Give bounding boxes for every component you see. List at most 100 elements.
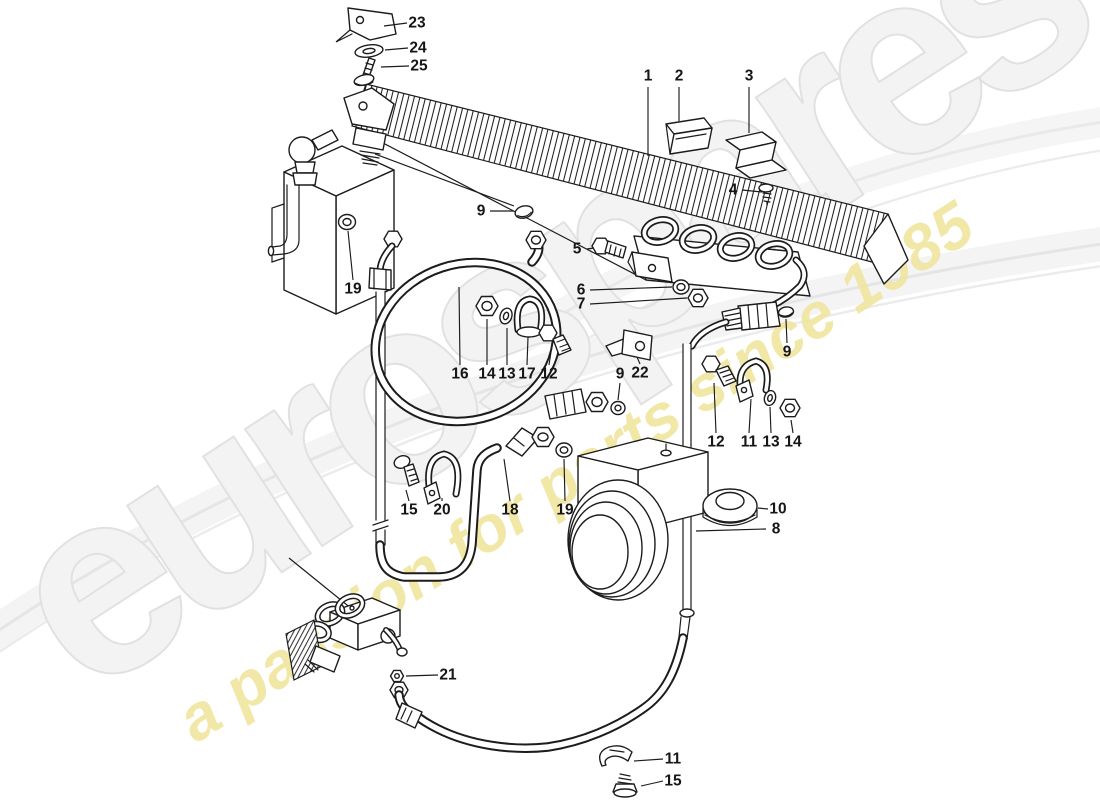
callout-label-22[interactable]: 22 [631, 365, 648, 382]
callout-leader-6 [589, 286, 673, 291]
callout-label-9[interactable]: 9 [616, 366, 625, 383]
valve-elbow [389, 681, 423, 729]
washer-13-right [763, 389, 777, 407]
callout-label-10[interactable]: 10 [769, 501, 786, 518]
callout-leader-15 [405, 489, 410, 502]
screw-15-middle [393, 455, 420, 487]
callout-label-11[interactable]: 11 [741, 434, 758, 451]
callout-label-19[interactable]: 19 [556, 502, 574, 519]
callout-leader-10 [757, 507, 769, 510]
callout-label-9[interactable]: 9 [477, 203, 486, 220]
cap-9-top [514, 205, 534, 219]
callout-leader-11 [748, 398, 752, 434]
clip-3 [725, 131, 787, 179]
cooler-inlet-fitting [343, 87, 395, 166]
washer-13-middle [499, 307, 513, 325]
callout-leader-14 [790, 419, 794, 434]
clip-2 [665, 117, 713, 155]
grommet-10 [702, 488, 758, 527]
oil-cooler [343, 83, 909, 331]
callout-label-6[interactable]: 6 [577, 282, 586, 299]
callout-label-14[interactable]: 14 [478, 366, 496, 383]
callout-label-13[interactable]: 13 [762, 434, 780, 451]
callout-label-7[interactable]: 7 [577, 296, 586, 313]
callout-label-13[interactable]: 13 [498, 366, 516, 383]
callout-leader-17 [526, 336, 529, 366]
clamp-11-right [735, 357, 771, 403]
callout-leader-9 [785, 318, 788, 344]
cooler-loops [640, 216, 794, 270]
clamp-20 [423, 450, 462, 505]
nut-21 [389, 669, 405, 683]
callout-label-11[interactable]: 11 [665, 751, 682, 768]
pressure-pipe [409, 318, 730, 753]
hose-18 [375, 426, 555, 582]
cooler-bracket [627, 251, 673, 283]
nut-14-middle [475, 295, 499, 317]
callout-leader-15 [640, 780, 664, 787]
tank-elbow-fitting [288, 129, 339, 186]
bracket-23 [335, 7, 397, 43]
callout-leader-12 [713, 382, 717, 434]
nut-14-right [779, 398, 801, 418]
callout-label-8[interactable]: 8 [772, 521, 781, 538]
callout-leader-19 [347, 230, 354, 281]
callout-label-17[interactable]: 17 [518, 366, 535, 383]
callout-label-12[interactable]: 12 [540, 366, 557, 383]
callout-label-18[interactable]: 18 [501, 502, 519, 519]
oil-thermostat [285, 557, 408, 681]
callout-label-15[interactable]: 15 [664, 773, 682, 790]
callout-label-15[interactable]: 15 [400, 502, 418, 519]
washer-6 [672, 279, 690, 295]
callout-label-19[interactable]: 19 [344, 281, 362, 298]
callout-label-24[interactable]: 24 [409, 40, 427, 57]
washer-24 [354, 44, 384, 58]
callout-leader-24 [384, 47, 409, 51]
blower-housing [567, 437, 709, 601]
diagram-artwork [267, 7, 909, 798]
seal-9-middle [610, 400, 626, 416]
bolt-5 [591, 237, 627, 259]
screw-4 [758, 183, 774, 206]
bracket-22 [605, 329, 653, 361]
callout-leader-19 [563, 458, 566, 502]
blower-drum [567, 479, 669, 601]
callout-leader-13 [769, 406, 772, 434]
callout-leader-12 [548, 351, 552, 366]
callout-leader-18 [503, 458, 511, 502]
callout-label-23[interactable]: 23 [408, 15, 426, 32]
callout-leader-8 [695, 528, 767, 532]
callout-leader-21 [405, 674, 439, 677]
callout-leader-16 [458, 286, 461, 366]
callout-leader-22 [636, 356, 641, 365]
hose-16 [370, 230, 609, 427]
callout-label-3[interactable]: 3 [745, 68, 754, 85]
callout-leader-23 [383, 22, 408, 27]
callout-leader-25 [380, 65, 410, 68]
callout-label-9[interactable]: 9 [783, 344, 792, 361]
callout-leader-9 [617, 382, 621, 401]
bolt-12-middle [538, 324, 572, 356]
screw-25 [353, 57, 376, 87]
washer-19-middle [555, 442, 573, 458]
callout-leader-7 [589, 297, 688, 305]
callout-label-14[interactable]: 14 [784, 434, 802, 451]
callout-leader-11 [633, 758, 664, 762]
callout-label-25[interactable]: 25 [410, 58, 428, 75]
callout-label-5[interactable]: 5 [573, 241, 582, 258]
callout-label-2[interactable]: 2 [675, 68, 684, 85]
callout-label-21[interactable]: 21 [439, 667, 457, 684]
callout-label-1[interactable]: 1 [644, 68, 653, 85]
tank-l-pipe [267, 184, 300, 257]
callout-label-16[interactable]: 16 [451, 366, 469, 383]
callout-label-12[interactable]: 12 [707, 434, 724, 451]
callout-label-4[interactable]: 4 [729, 182, 738, 199]
cap-9-right [777, 306, 795, 318]
clip-11-bottom [599, 745, 633, 767]
washer-19-left [337, 213, 357, 231]
bolt-12-right [701, 355, 737, 387]
callout-label-20[interactable]: 20 [433, 502, 450, 519]
callout-leader-5 [586, 247, 595, 250]
